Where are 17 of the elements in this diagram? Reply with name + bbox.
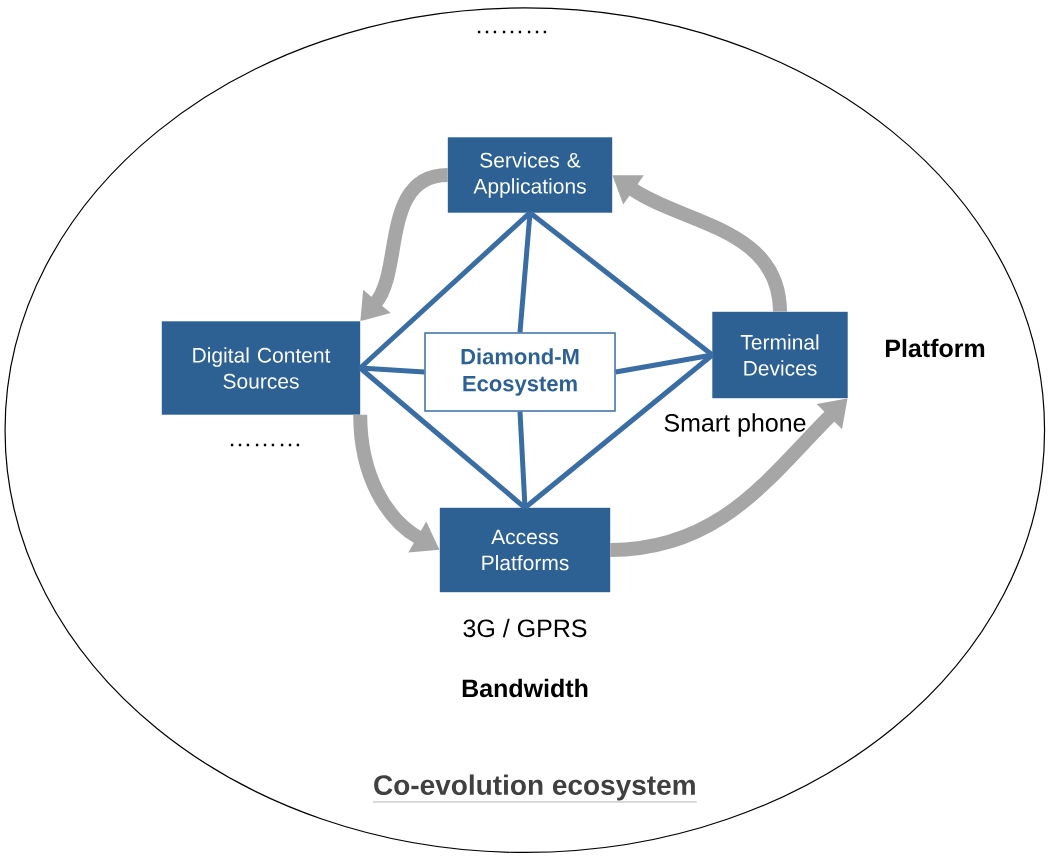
connector-line (517, 411, 528, 508)
connector-line (358, 366, 527, 510)
label: Bandwidth (462, 678, 588, 698)
connector-line (615, 352, 713, 375)
label: ……… (477, 30, 547, 34)
label: ……… (230, 443, 300, 447)
process-box: Digital Content Sources (161, 321, 361, 415)
banner: Diamond-M Ecosystem (424, 332, 616, 412)
process-box: Services & Applications (447, 137, 613, 213)
node-caption: 3G / GPRS (463, 618, 587, 638)
connector-line (523, 353, 714, 510)
connector-line (358, 210, 532, 370)
process-box: Terminal Devices (712, 311, 848, 399)
node-caption: Smart phone (664, 413, 806, 437)
process-box: Access Platforms (439, 507, 611, 593)
label: Platform (886, 338, 985, 358)
connector-line (528, 210, 714, 357)
